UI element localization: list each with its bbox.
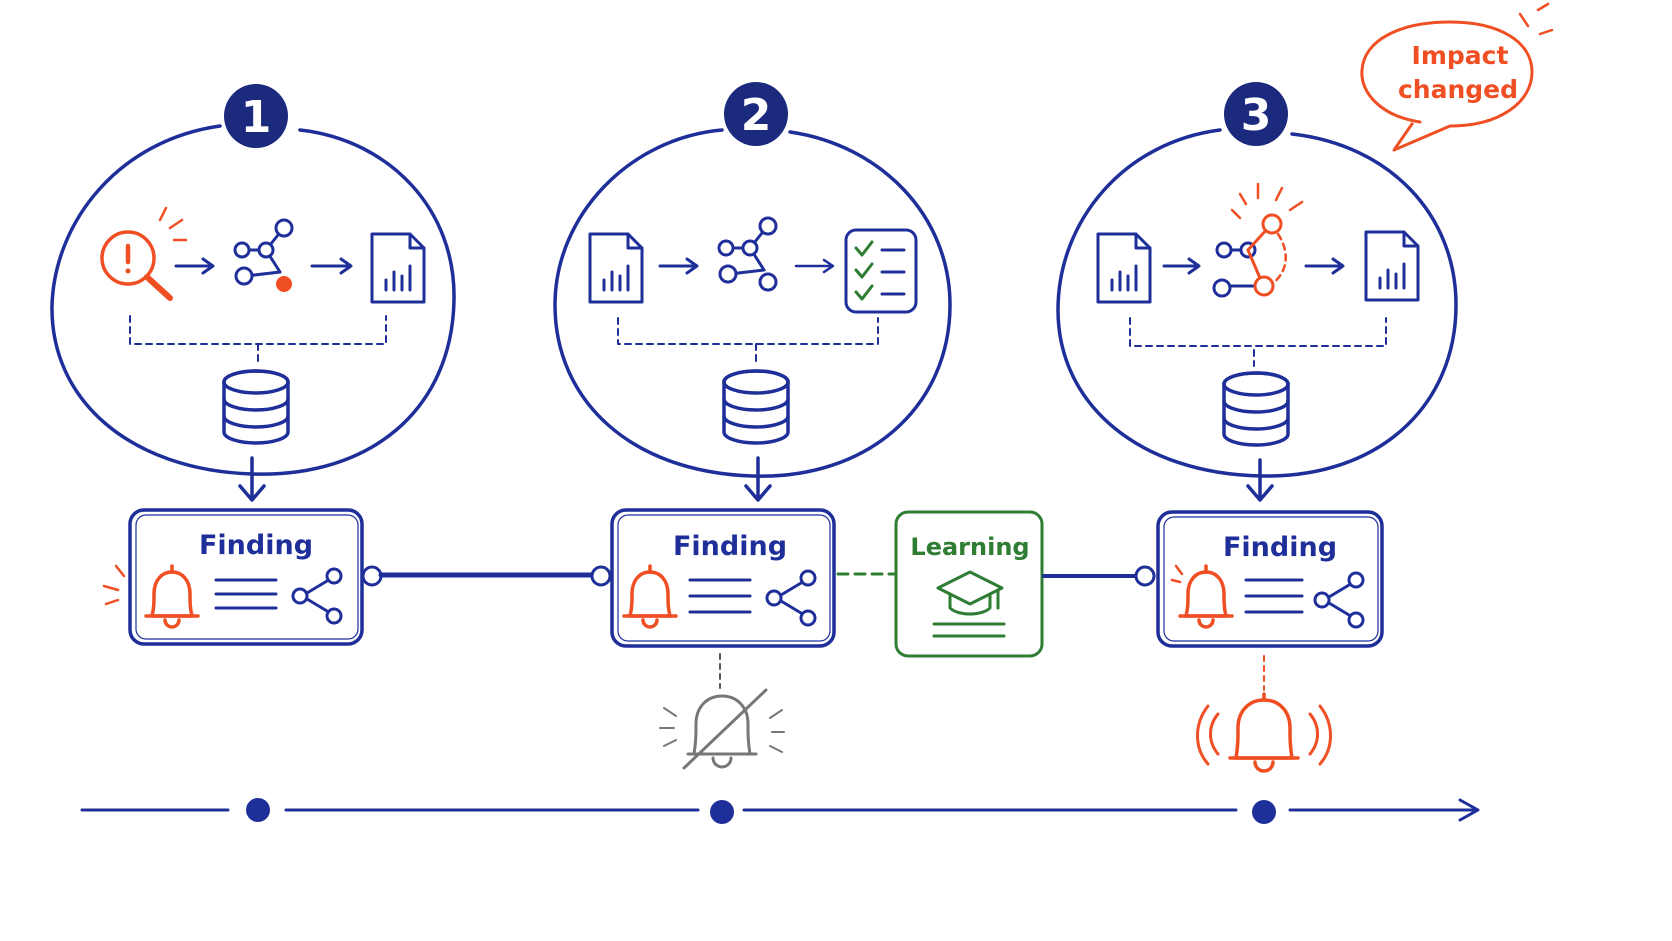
database-icon (1222, 371, 1290, 447)
connector-finding1-finding2 (361, 565, 612, 587)
learning-card[interactable]: Learning (894, 510, 1044, 658)
graph-icon (233, 218, 294, 292)
graph-icon (717, 216, 778, 292)
stage-2-boundary (553, 128, 952, 478)
database-icon (722, 369, 790, 445)
database-icon (222, 369, 290, 445)
stage-2-number-badge (724, 82, 788, 146)
ringing-bell-icon (1196, 692, 1332, 773)
stage-3-number: 3 (1241, 90, 1272, 141)
stage-2: 2 (553, 82, 952, 770)
lines-icon (214, 578, 278, 610)
arrow (1304, 257, 1345, 275)
impact-changed-callout: Impact changed (1360, 2, 1554, 152)
finding-card-3-title: Finding (1223, 532, 1337, 563)
dashed-merge-connector (129, 315, 387, 363)
finding-card-1[interactable]: Finding (102, 508, 364, 646)
lines-icon (1244, 578, 1304, 614)
alert-rays (1518, 2, 1554, 36)
timeline (80, 798, 1480, 824)
stage-3-boundary (1056, 128, 1458, 478)
report-icon (588, 232, 644, 304)
dashed-merge-connector (1129, 317, 1387, 367)
stage-2-number: 2 (741, 90, 772, 141)
stage-3-number-badge (1224, 82, 1288, 146)
muted-bell-icon (659, 688, 785, 770)
report-icon (370, 232, 426, 304)
checklist-icon (844, 228, 918, 314)
stage-1-number: 1 (241, 92, 272, 143)
report-icon (1096, 232, 1152, 304)
finding-card-1-title: Finding (199, 530, 313, 561)
timeline-point-2 (710, 800, 734, 824)
callout-line-2: changed (1398, 75, 1518, 104)
lines-icon (932, 622, 1006, 638)
connector-learning-finding3 (1042, 565, 1156, 587)
timeline-point-3 (1252, 800, 1276, 824)
arrow-down (1246, 458, 1274, 502)
arrow (1162, 257, 1201, 275)
arrow-down (744, 456, 772, 502)
arrow (794, 258, 835, 274)
finding-card-2[interactable]: Finding (610, 508, 836, 648)
report-icon (1364, 230, 1420, 302)
arrow-down (238, 456, 266, 502)
graduation-cap-icon (936, 570, 1004, 616)
alert-rays (1170, 564, 1184, 584)
alert-magnifier-icon (100, 206, 188, 301)
stage-1-number-badge (224, 84, 288, 148)
dashed-merge-connector (617, 317, 879, 363)
finding-card-2-title: Finding (673, 531, 787, 562)
arrow (658, 257, 699, 275)
stage-1: 1 (50, 84, 456, 646)
speech-bubble (1360, 20, 1534, 152)
learning-card-title: Learning (910, 533, 1029, 561)
lines-icon (688, 578, 752, 614)
callout-line-1: Impact (1412, 41, 1509, 70)
arrow (174, 257, 215, 275)
stage-3: 3 (1056, 82, 1458, 773)
alert-rays (102, 564, 126, 606)
graph-changed-icon (1212, 182, 1304, 298)
finding-card-3[interactable]: Finding (1156, 510, 1384, 648)
arrow (310, 257, 353, 275)
timeline-point-1 (246, 798, 270, 822)
